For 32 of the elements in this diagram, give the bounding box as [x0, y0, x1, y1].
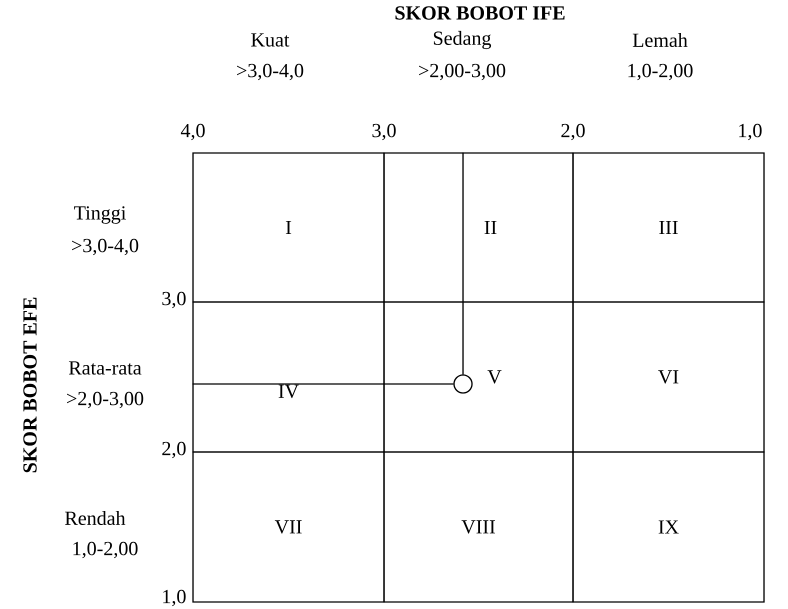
position-marker: [453, 374, 473, 394]
axis-label: >3,0-4,0: [237, 64, 304, 80]
axis-label: >2,0-3,00: [67, 392, 144, 408]
axis-label: Tinggi: [74, 206, 126, 224]
tick-label: 2,0: [162, 442, 186, 458]
tick-label: 2,0: [561, 124, 585, 140]
axis-label: 1,0-2,00: [73, 542, 138, 558]
axis-label: Lemah: [632, 32, 688, 48]
matrix-cell: II: [383, 152, 574, 303]
matrix-cell: VI: [572, 301, 765, 453]
matrix-cell: III: [572, 152, 765, 303]
tick-label: 1,0: [163, 590, 186, 606]
matrix-cell: V: [383, 301, 574, 453]
axis-label: >2,00-3,00: [419, 64, 506, 80]
axis-label: Kuat: [251, 33, 290, 47]
matrix-cell: VII: [192, 451, 385, 603]
matrix-cell: IV: [192, 301, 385, 453]
matrix-cell: VIII: [383, 451, 574, 603]
axis-label: >3,0-4,0: [72, 238, 138, 256]
tick-label: 3,0: [372, 124, 396, 140]
axis-title: SKOR BOBOT IFE: [396, 6, 565, 20]
guide-line: [192, 383, 454, 385]
axis-label: 1,0-2,00: [628, 64, 693, 80]
tick-label: 4,0: [180, 124, 205, 140]
tick-label: 3,0: [162, 292, 186, 308]
axis-title: SKOR BOBOT EFE: [23, 298, 37, 472]
matrix-cell: I: [192, 152, 385, 303]
matrix-cell: IX: [572, 451, 765, 603]
axis-label: Rata-rata: [68, 361, 142, 375]
axis-label: Sedang: [434, 30, 492, 50]
axis-label: Rendah: [65, 510, 126, 526]
guide-line: [462, 152, 464, 374]
